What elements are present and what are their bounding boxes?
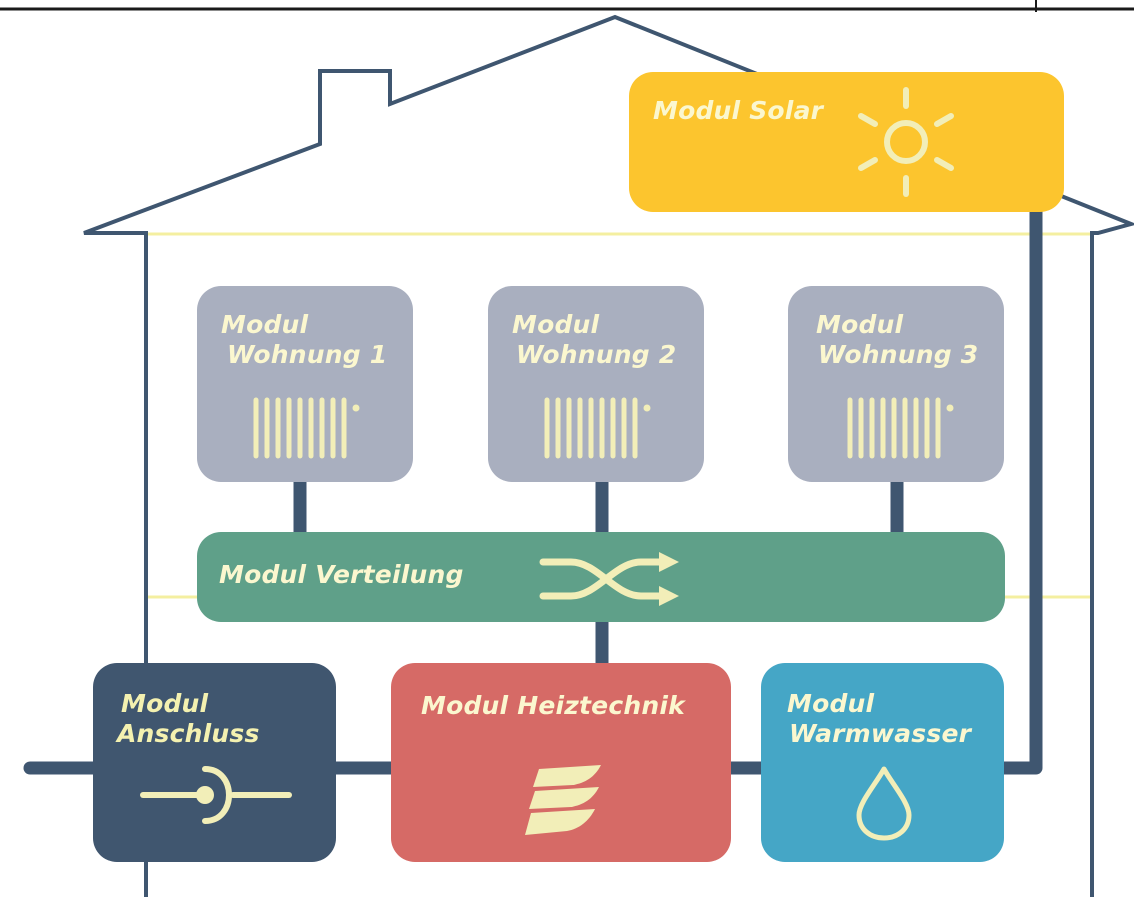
module-apartment-3-line2: Wohnung 3 xyxy=(818,340,979,369)
radiator-icon xyxy=(847,397,954,459)
module-apartment-2-line1: Modul xyxy=(512,310,600,339)
water-drop-icon xyxy=(856,766,912,841)
module-distribution[interactable]: Modul Verteilung xyxy=(197,532,1005,622)
module-apartment-2[interactable]: Modul Wohnung 2 xyxy=(488,286,704,482)
module-heating[interactable]: Modul Heiztechnik xyxy=(391,663,731,862)
top-frame xyxy=(0,0,1134,12)
module-heating-label: Modul Heiztechnik xyxy=(421,691,685,720)
module-hot-water[interactable]: Modul Warmwasser xyxy=(761,663,1004,862)
sun-icon xyxy=(858,87,954,197)
radiator-icon xyxy=(253,397,360,459)
module-apartment-3-line1: Modul xyxy=(816,310,904,339)
module-apartment-3[interactable]: Modul Wohnung 3 xyxy=(788,286,1004,482)
solar-riser-pipe xyxy=(993,193,1043,775)
module-apartment-1-line1: Modul xyxy=(221,310,309,339)
module-distribution-label: Modul Verteilung xyxy=(219,560,464,589)
module-solar[interactable]: Modul Solar xyxy=(629,72,1064,212)
module-apartment-2-line2: Wohnung 2 xyxy=(516,340,677,369)
house-outline xyxy=(83,14,1134,897)
radiator-icon xyxy=(544,397,651,459)
module-connection-line1: Modul xyxy=(121,689,209,718)
module-apartment-1[interactable]: Modul Wohnung 1 xyxy=(197,286,413,482)
flame-icon xyxy=(525,765,601,835)
module-connection-line2: Anschluss xyxy=(117,719,260,748)
module-solar-label: Modul Solar xyxy=(653,96,824,125)
crossing-arrows-icon xyxy=(539,552,679,606)
module-apartment-1-line2: Wohnung 1 xyxy=(227,340,388,369)
module-connection[interactable]: Modul Anschluss xyxy=(93,663,336,862)
pipe-connector-icon xyxy=(140,766,292,824)
module-hot-water-line1: Modul xyxy=(787,689,875,718)
module-hot-water-line2: Warmwasser xyxy=(789,719,972,748)
